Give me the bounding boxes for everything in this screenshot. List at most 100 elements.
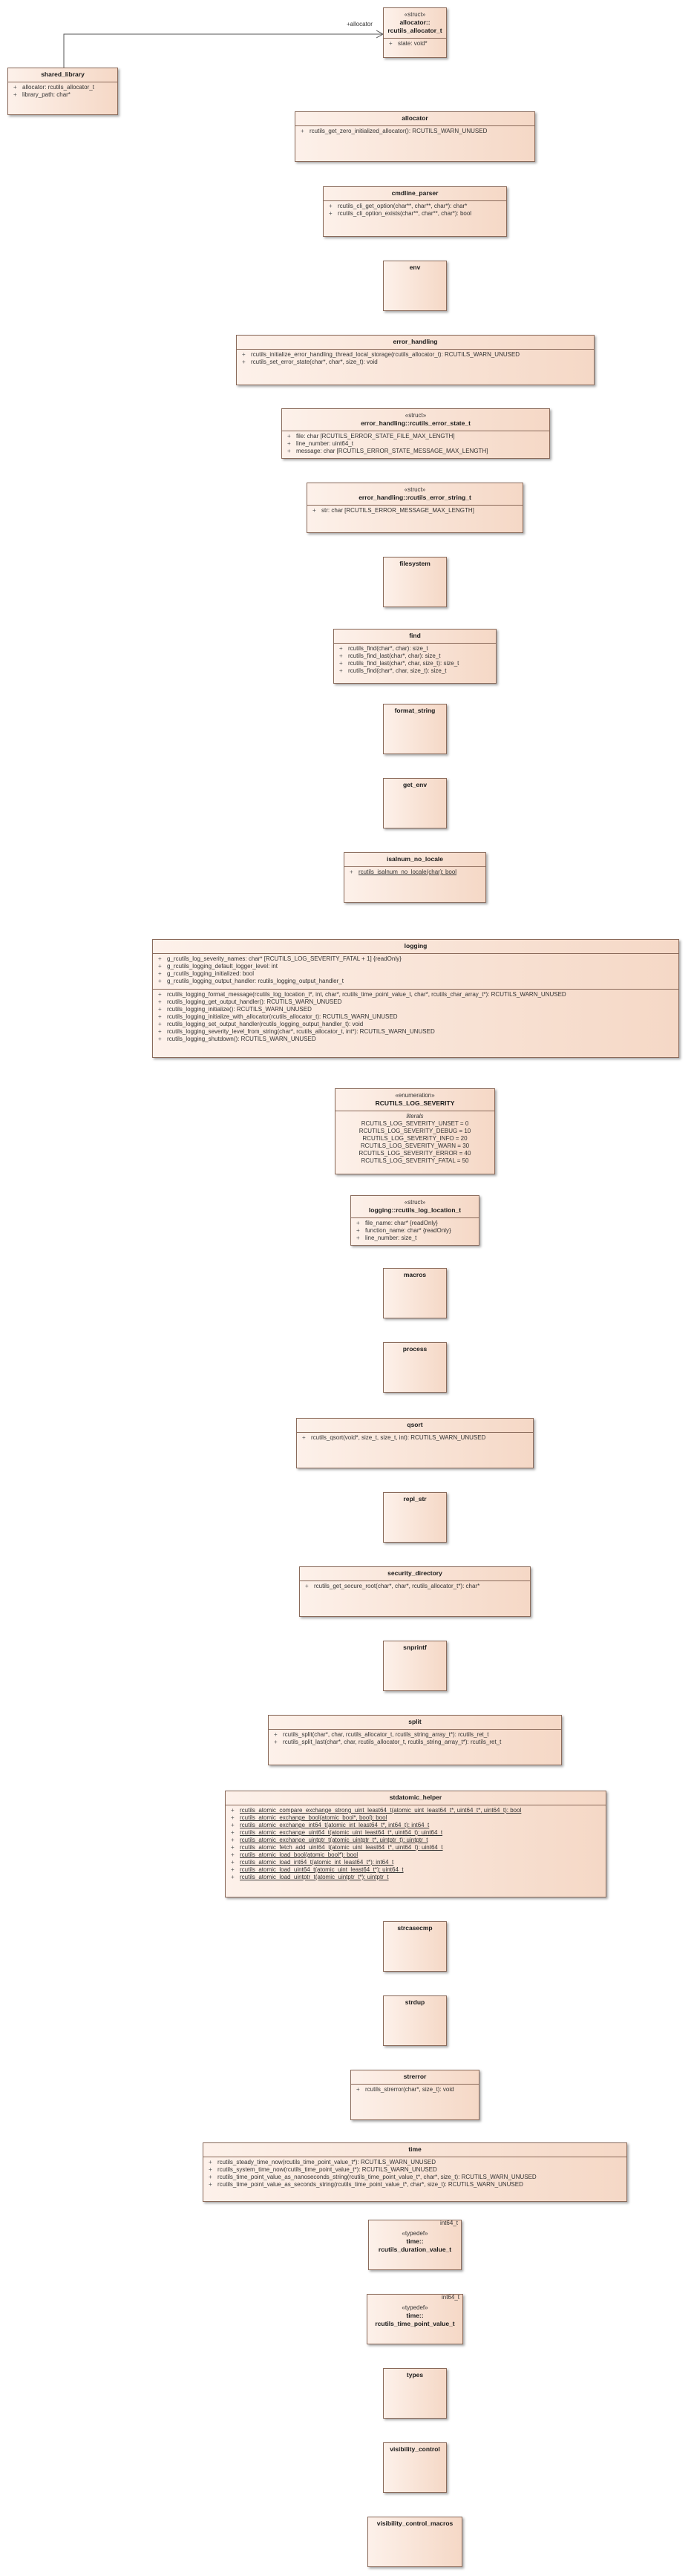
enum-literal: RCUTILS_LOG_SEVERITY_DEBUG = 10 [359, 1128, 471, 1134]
class-box-strcasecmp[interactable]: strcasecmp [383, 1921, 447, 1972]
attribute-text: message: char [RCUTILS_ERROR_STATE_MESSA… [296, 448, 488, 454]
operation-row: +rcutils_set_error_state(char*, char*, s… [237, 359, 594, 366]
class-box-process[interactable]: process [383, 1342, 447, 1393]
operation-row: +rcutils_logging_shutdown(): RCUTILS_WAR… [153, 1036, 678, 1043]
class-box-strdup[interactable]: strdup [383, 1995, 447, 2046]
class-box-macros[interactable]: macros [383, 1268, 447, 1318]
class-box-snprintf[interactable]: snprintf [383, 1641, 447, 1691]
class-box-format-string[interactable]: format_string [383, 704, 447, 754]
visibility-public-icon: + [158, 955, 162, 962]
visibility-public-icon: + [242, 359, 246, 365]
class-box-time-point-value[interactable]: int64_t«typedef»time::rcutils_time_point… [367, 2294, 463, 2344]
class-name: stdatomic_helper [389, 1794, 442, 1801]
class-box-allocator-struct[interactable]: «struct»allocator::rcutils_allocator_t+s… [383, 7, 447, 58]
class-name: types [406, 2371, 424, 2379]
class-header: «struct»allocator::rcutils_allocator_t [384, 8, 446, 35]
attributes-section: +allocator: rcutils_allocator_t+library_… [8, 82, 117, 99]
class-box-time[interactable]: time+rcutils_steady_time_now(rcutils_tim… [203, 2142, 627, 2202]
visibility-public-icon: + [356, 1235, 360, 1241]
operation-row: +rcutils_logging_set_output_handler(rcut… [153, 1021, 678, 1028]
class-box-log-location[interactable]: «struct»logging::rcutils_log_location_t+… [350, 1195, 479, 1246]
visibility-public-icon: + [231, 1822, 235, 1828]
visibility-public-icon: + [305, 1583, 309, 1589]
allocator-association-line [63, 33, 383, 68]
stereotype-label: «struct» [404, 11, 426, 18]
class-box-get-env[interactable]: get_env [383, 778, 447, 828]
class-box-isalnum-no-locale[interactable]: isalnum_no_locale+rcutils_isalnum_no_loc… [344, 852, 486, 903]
operation-text: rcutils_find_last(char*, char): size_t [348, 653, 441, 659]
class-name: rcutils_allocator_t [387, 27, 442, 34]
class-name: isalnum_no_locale [386, 855, 444, 863]
operation-text: rcutils_split_last(char*, char, rcutils_… [283, 1739, 502, 1745]
class-header: env [384, 261, 446, 272]
class-name: find [409, 632, 421, 639]
class-header: split [269, 1716, 561, 1726]
visibility-public-icon: + [13, 91, 17, 98]
operation-row: +rcutils_atomic_exchange_uintptr_t(atomi… [226, 1837, 606, 1844]
class-box-types[interactable]: types [383, 2368, 447, 2419]
class-box-stdatomic-helper[interactable]: stdatomic_helper+rcutils_atomic_compare_… [225, 1791, 606, 1897]
class-header: filesystem [384, 558, 446, 568]
class-box-strerror[interactable]: strerror+rcutils_strerror(char*, size_t)… [350, 2070, 479, 2120]
operation-text: rcutils_atomic_load_int64_t(atomic_int_l… [240, 1859, 394, 1866]
operations-section: + rcutils_logging_format_message(rcutils_… [153, 989, 678, 1044]
class-header: «typedef»time::rcutils_time_point_value_… [367, 2295, 462, 2328]
operation-row: +rcutils_steady_time_now(rcutils_time_po… [203, 2159, 626, 2166]
class-header: security_directory [300, 1567, 530, 1578]
operation-row: +rcutils_atomic_load_bool(atomic_bool*):… [226, 1851, 606, 1859]
class-box-allocator[interactable]: allocator+rcutils_get_zero_initialized_a… [295, 111, 535, 162]
class-box-visibility-control-macros[interactable]: visibility_control_macros [367, 2517, 462, 2567]
class-name: process [402, 1345, 428, 1353]
visibility-public-icon: + [158, 1006, 162, 1013]
class-header: visibility_control_macros [368, 2517, 462, 2528]
operation-row: +rcutils_logging_initialize_with_allocat… [153, 1013, 678, 1021]
class-box-logging[interactable]: logging+g_rcutils_log_severity_names: ch… [152, 939, 679, 1058]
attribute-text: g_rcutils_logging_output_handler: rcutil… [167, 978, 344, 984]
class-box-split[interactable]: split+rcutils_split(char*, char, rcutils… [268, 1715, 562, 1765]
class-header: qsort [297, 1419, 533, 1429]
operation-row: +rcutils_atomic_exchange_int64_t(atomic_… [226, 1822, 606, 1829]
visibility-public-icon: + [158, 1013, 162, 1020]
class-box-qsort[interactable]: qsort+rcutils_qsort(void*, size_t, size_… [296, 1418, 534, 1468]
literals-label: literals [406, 1113, 424, 1119]
class-box-security-directory[interactable]: security_directory +rcutils_get_secure_ro… [299, 1566, 531, 1617]
class-box-visibility-control[interactable]: visibility_control [383, 2442, 447, 2493]
class-box-error-state[interactable]: «struct»error_handling::rcutils_error_st… [281, 408, 550, 459]
operation-text: rcutils_logging_format_message(rcutils_l… [167, 991, 566, 998]
class-box-filesystem[interactable]: filesystem [383, 557, 447, 607]
class-box-error-handling[interactable]: error_handling+rcutils_initialize_error_… [236, 335, 595, 385]
operation-row: +rcutils_time_point_value_as_seconds_str… [203, 2181, 626, 2188]
class-box-find[interactable]: find+rcutils_find(char*, char): size_t+r… [333, 629, 497, 684]
class-box-env[interactable]: env [383, 261, 447, 311]
attribute-row: +line_number: size_t [351, 1235, 479, 1242]
class-name: allocator:: [399, 19, 431, 26]
class-header: isalnum_no_locale [344, 853, 485, 863]
attributes-section: +file: char [RCUTILS_ERROR_STATE_FILE_MA… [282, 431, 549, 456]
visibility-public-icon: + [231, 1844, 235, 1851]
visibility-public-icon: + [339, 653, 343, 659]
attribute-row: +line_number: uint64_t [282, 440, 549, 448]
class-box-duration-value[interactable]: int64_t«typedef»time::rcutils_duration_v… [368, 2220, 462, 2270]
operation-row: +rcutils_get_secure_root(char*, char*, r… [300, 1583, 530, 1590]
class-box-shared-library[interactable]: shared_library+allocator: rcutils_alloca… [7, 68, 118, 115]
class-box-cmdline-parser[interactable]: cmdline_parser+rcutils_cli_get_option(ch… [323, 186, 507, 237]
operation-row: +rcutils_logging_format_message(rcutils_… [153, 991, 678, 998]
stereotype-label: «struct» [404, 486, 426, 493]
class-name: macros [403, 1271, 427, 1278]
visibility-public-icon: + [389, 40, 393, 47]
class-name: rcutils_time_point_value_t [375, 2320, 455, 2327]
visibility-public-icon: + [350, 869, 353, 875]
typedef-base-type: int64_t [441, 2294, 459, 2301]
class-box-error-string[interactable]: «struct»error_handling::rcutils_error_st… [307, 483, 523, 533]
class-name: rcutils_duration_value_t [378, 2246, 452, 2253]
visibility-public-icon: + [158, 1028, 162, 1035]
class-box-repl-str[interactable]: repl_str [383, 1492, 447, 1543]
class-name: strerror [403, 2073, 427, 2080]
visibility-public-icon: + [329, 210, 333, 217]
attribute-text: line_number: uint64_t [296, 440, 353, 447]
operation-row: +rcutils_time_point_value_as_nanoseconds… [203, 2174, 626, 2181]
operation-text: rcutils_logging_get_output_handler(): RC… [167, 998, 342, 1005]
class-name: allocator [402, 114, 428, 122]
visibility-public-icon: + [339, 645, 343, 652]
